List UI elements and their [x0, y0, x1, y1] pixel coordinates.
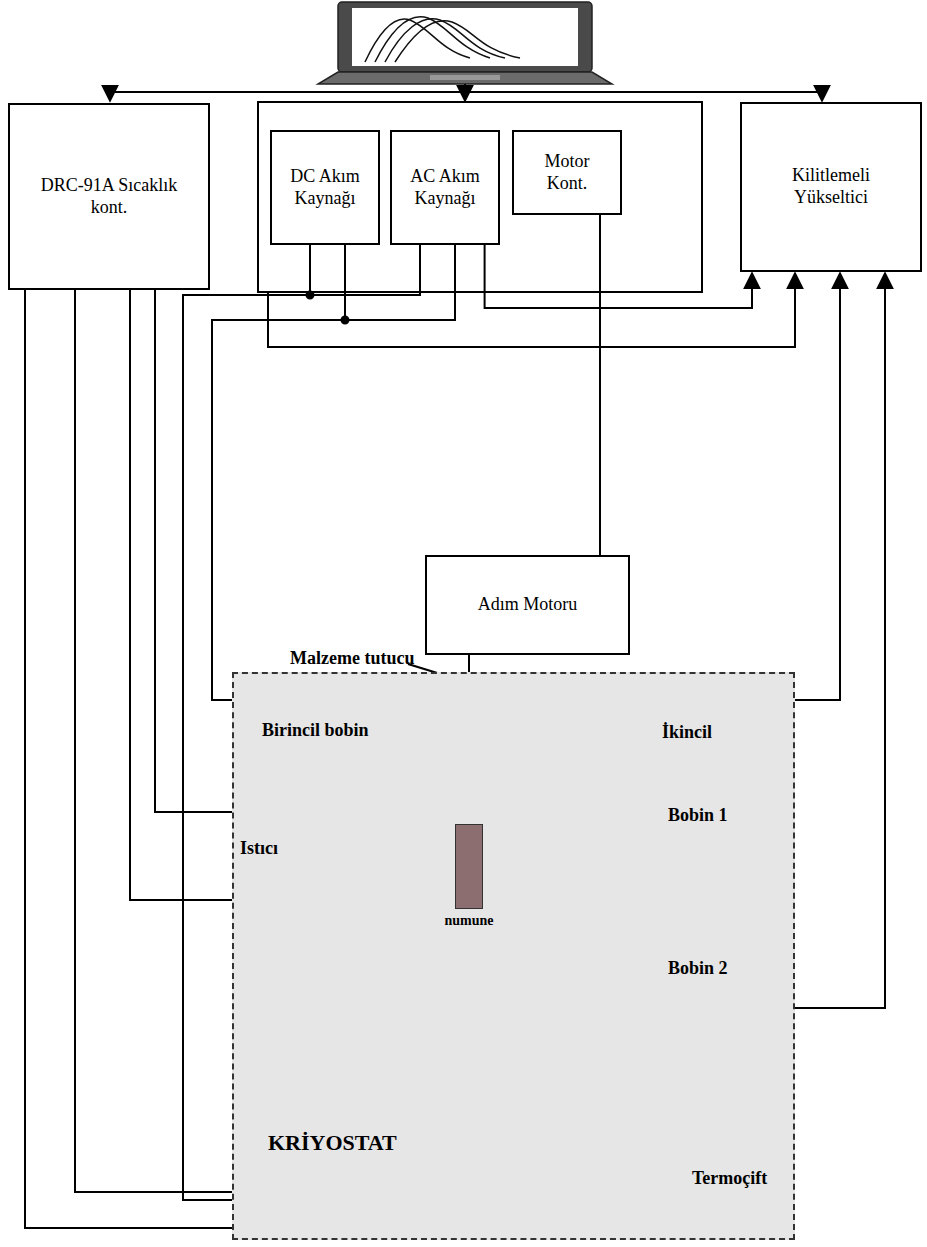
lockin-amplifier-box: Kilitlemeli Yükseltici [740, 102, 922, 272]
connector [600, 215, 630, 605]
node-text: KRİYOSTAT [268, 1130, 397, 1156]
motor-controller-box: Motor Kont. [512, 130, 622, 215]
node-text: AC Akım Kaynağı [410, 166, 480, 209]
part-label: İkincil [662, 722, 712, 744]
cryostat-region: KRİYOSTAT numune [232, 672, 795, 1240]
part-label: Bobin 1 [668, 805, 728, 827]
part-label: Birincil bobin [262, 720, 369, 742]
node-text: DRC-91A Sıcaklık kont. [28, 175, 190, 218]
node-text: Adım Motoru [478, 594, 578, 616]
laptop-illustration [318, 2, 612, 84]
controller-box: DRC-91A Sıcaklık kont. [8, 103, 210, 290]
stepper-motor-box: Adım Motoru [425, 555, 630, 655]
part-label: Istıcı [240, 838, 278, 860]
node-text: DC Akım Kaynağı [290, 166, 360, 209]
node-text: Motor Kont. [532, 151, 602, 194]
node-text: Kilitlemeli Yükseltici [760, 165, 902, 208]
part-label: Bobin 2 [668, 958, 728, 980]
sample-bar [455, 824, 483, 909]
node-text: numune [444, 913, 493, 930]
part-label: Termoçift [692, 1168, 767, 1190]
part-label: Malzeme tutucu [290, 648, 414, 670]
ac-source-box: AC Akım Kaynağı [390, 130, 500, 245]
sample: numune [439, 824, 499, 930]
dc-source-box: DC Akım Kaynağı [270, 130, 380, 245]
connector [485, 245, 752, 308]
